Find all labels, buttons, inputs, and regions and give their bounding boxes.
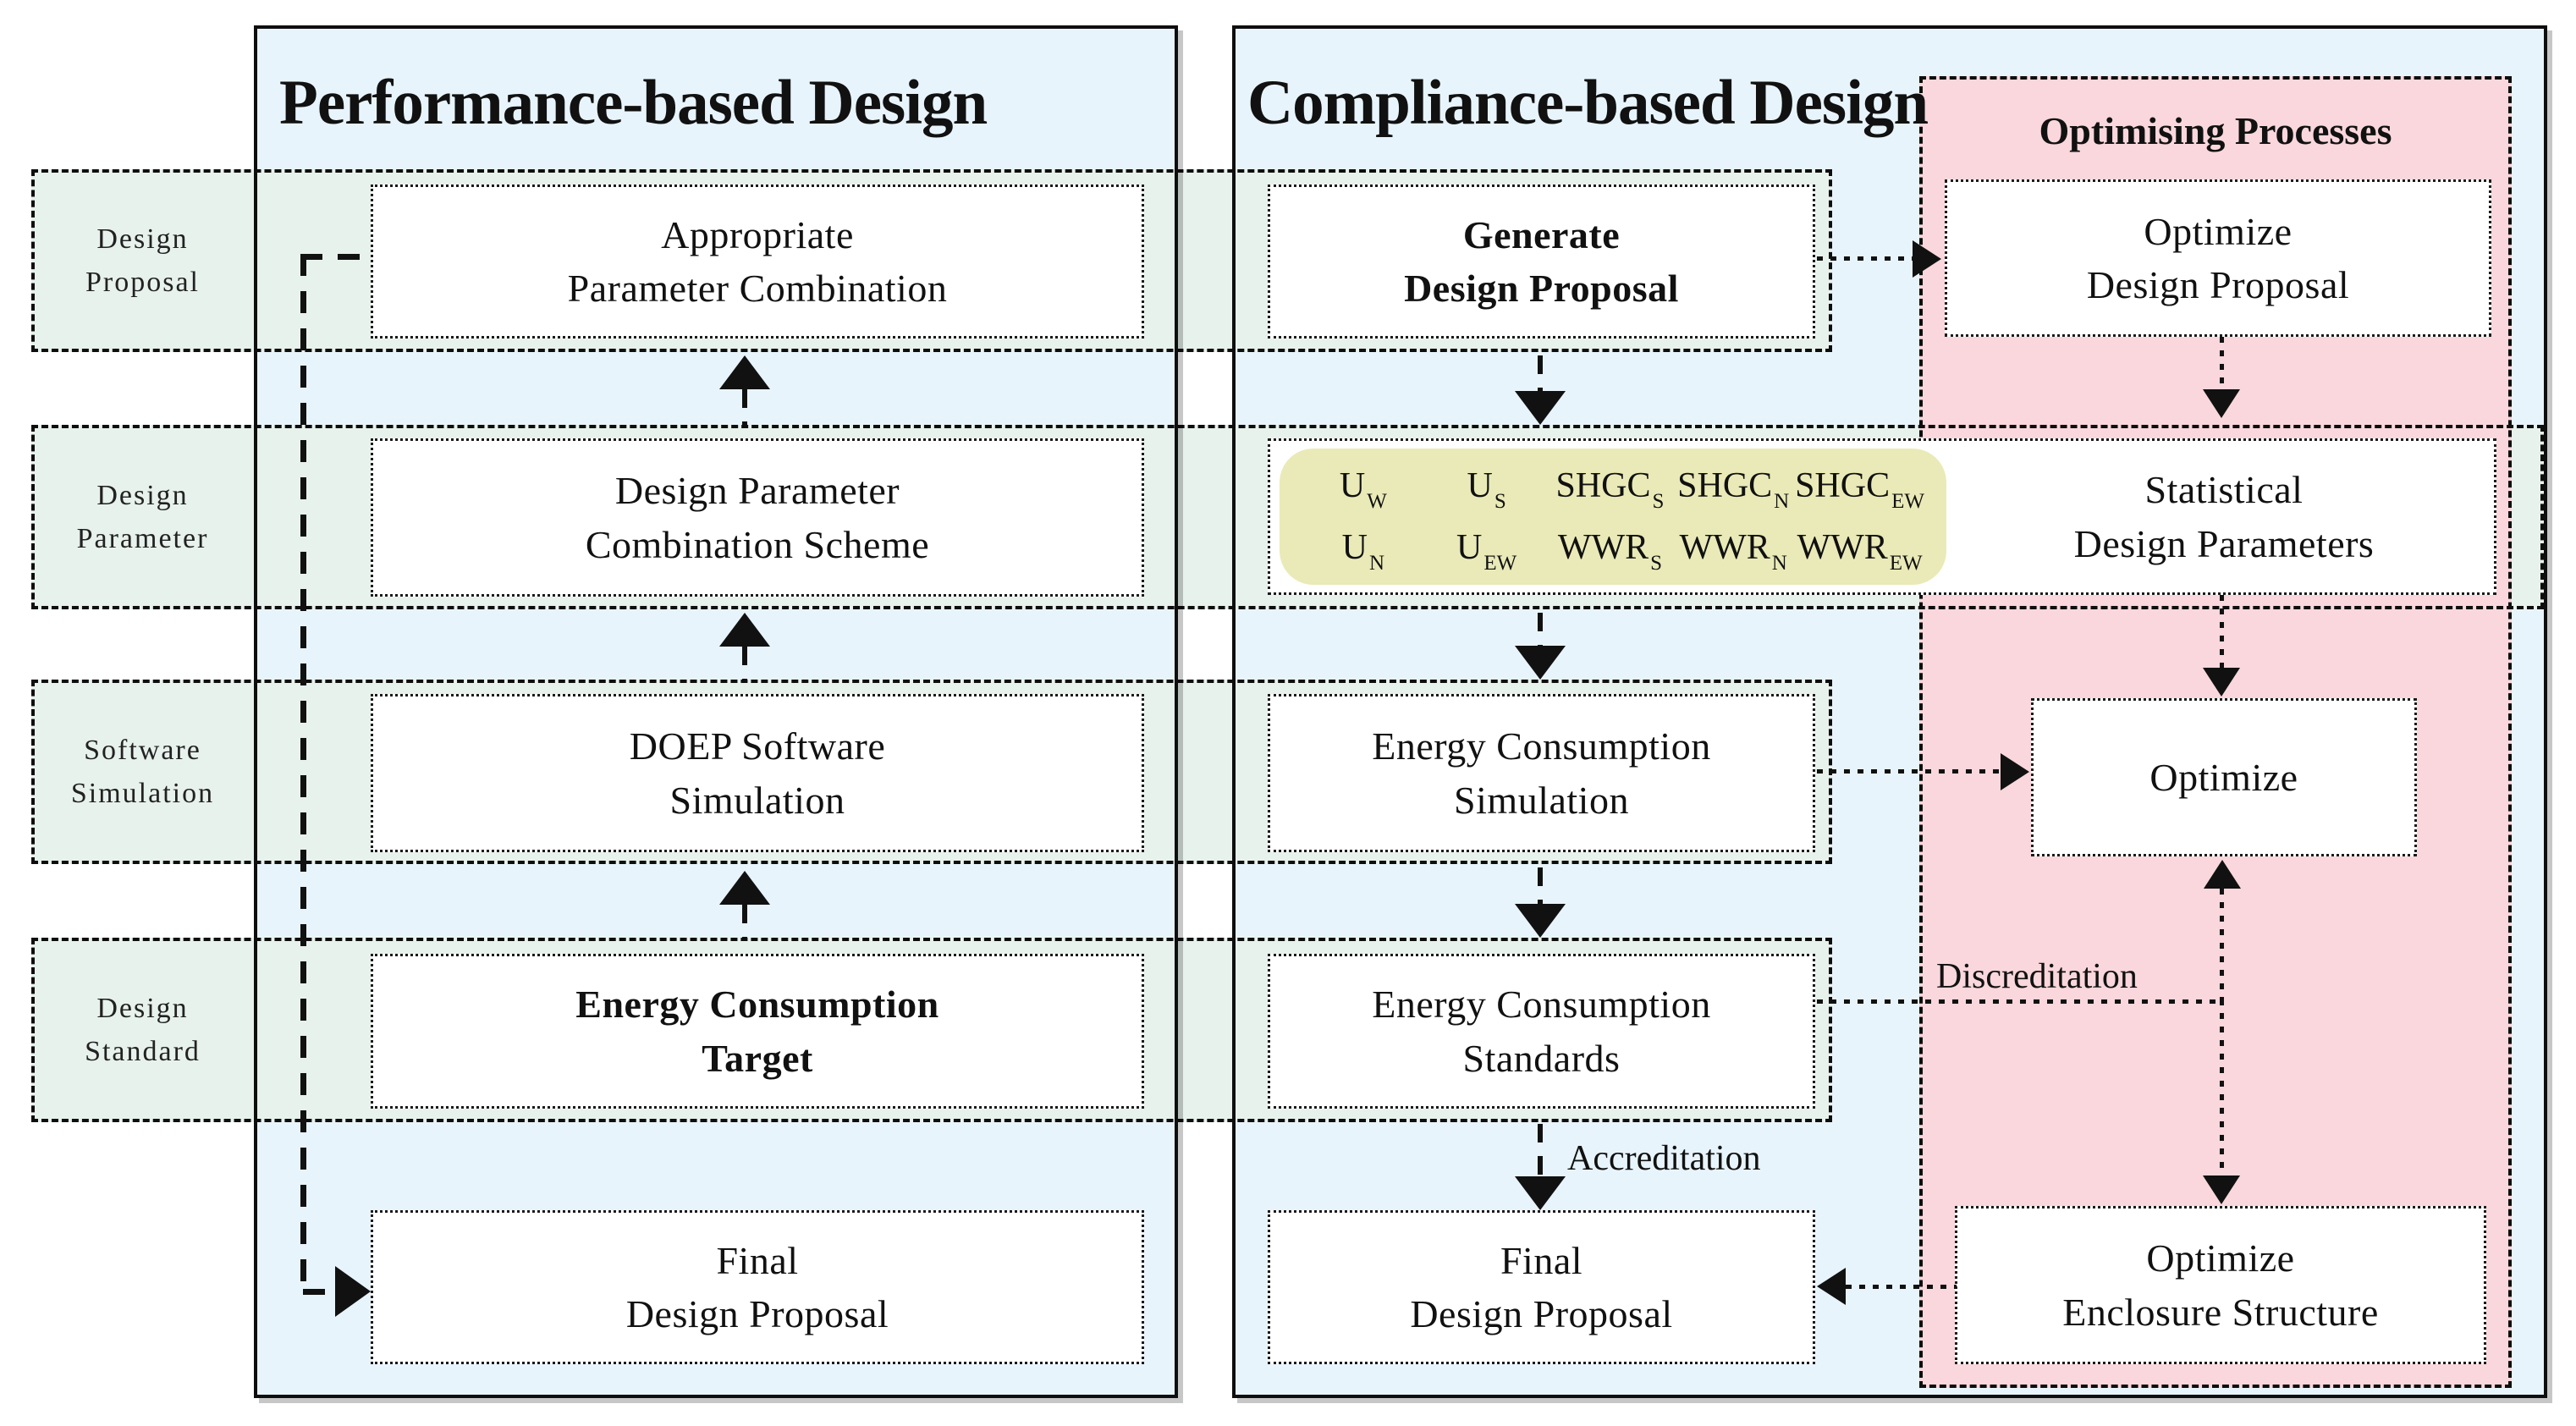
- arrow-statistical-to-optimize-line: [2220, 595, 2224, 668]
- arrow-standards-discreditation-line: [1817, 999, 2222, 1004]
- box-energy-consumption-standards: Energy Consumption Standards: [1268, 954, 1815, 1109]
- arrow-optimize-dp-to-statistical-line: [2220, 337, 2224, 389]
- feedback-stub-line: [300, 254, 371, 260]
- box-doep-software-simulation: DOEP Software Simulation: [371, 694, 1144, 852]
- arrow-simulation-to-optimize-line: [1817, 769, 2001, 774]
- band-design-proposal-border: [31, 169, 1832, 352]
- discreditation-label: Discreditation: [1936, 957, 2138, 996]
- box-optimize: Optimize: [2031, 698, 2417, 856]
- compliance-panel-border: [1232, 25, 2547, 1398]
- box-energy-consumption-simulation: Energy Consumption Simulation: [1268, 694, 1815, 852]
- arrow-doep-to-scheme-line: [742, 647, 747, 680]
- performance-panel-border: [254, 25, 1178, 1398]
- arrow-scheme-to-appropriate-head: [719, 355, 770, 389]
- band-design-standard-border: [31, 938, 1832, 1122]
- arrow-standards-to-final-line: [1538, 1124, 1543, 1176]
- arrow-simulation-to-standards-line: [1538, 867, 1543, 904]
- arrow-junction-to-optimize-line: [2220, 889, 2224, 1002]
- arrow-target-to-doep-line: [742, 905, 747, 938]
- box-optimize-enclosure-structure: Optimize Enclosure Structure: [1955, 1206, 2486, 1364]
- arrow-standards-to-final-head: [1515, 1176, 1566, 1210]
- row-label-design-parameter: Design Parameter: [76, 480, 209, 554]
- parameter-wwrn: WWRN: [1679, 527, 1787, 575]
- box-design-parameter-combination-scheme: Design Parameter Combination Scheme: [371, 438, 1144, 597]
- parameter-shgcn: SHGCN: [1677, 466, 1790, 514]
- parameter-un: UN: [1341, 527, 1385, 575]
- arrow-optimize-dp-to-statistical-head: [2203, 389, 2240, 418]
- parameter-wwrs: WWRS: [1557, 527, 1663, 575]
- box-final-design-proposal-left: Final Design Proposal: [371, 1210, 1144, 1364]
- box-final-design-proposal-right: Final Design Proposal: [1268, 1210, 1815, 1364]
- box-energy-consumption-target: Energy Consumption Target: [371, 954, 1144, 1109]
- optimising-processes-title: Optimising Processes: [2039, 108, 2392, 152]
- parameter-group: UW US SHGCS SHGCN SHGCEW UN UEW WWRS WWR…: [1280, 449, 1946, 585]
- band-design-parameter-border: [31, 425, 2544, 609]
- arrow-junction-to-optimize-head: [2204, 860, 2241, 889]
- arrow-enclosure-to-final-line: [1846, 1285, 1957, 1289]
- compliance-panel-title: Compliance-based Design: [1247, 68, 1929, 138]
- arrow-target-to-doep-head: [719, 871, 770, 905]
- accreditation-label: Accreditation: [1567, 1139, 1761, 1178]
- performance-panel-title: Performance-based Design: [279, 68, 988, 138]
- arrow-generate-to-optimize-dp-head: [1913, 240, 1941, 278]
- row-label-design-standard: Design Standard: [85, 993, 201, 1067]
- arrow-generate-to-optimize-dp-line: [1817, 256, 1913, 261]
- statistical-design-parameters-label: Statistical Design Parameters: [2073, 468, 2375, 565]
- parameter-uew: UEW: [1456, 527, 1517, 575]
- parameter-wwrew: WWREW: [1797, 527, 1923, 575]
- feedback-horizontal-line: [303, 1289, 337, 1295]
- arrow-doep-to-scheme-head: [719, 613, 770, 647]
- arrow-generate-to-parameters-head: [1515, 391, 1566, 425]
- arrow-scheme-to-appropriate-line: [742, 389, 747, 425]
- feedback-arrow-head: [335, 1266, 371, 1317]
- parameter-us: US: [1467, 466, 1506, 514]
- arrow-enclosure-to-final-head: [1817, 1268, 1846, 1305]
- row-label-design-proposal: Design Proposal: [85, 223, 200, 298]
- arrow-generate-to-parameters-line: [1538, 355, 1543, 391]
- parameter-shgcs: SHGCS: [1555, 466, 1665, 514]
- arrow-simulation-to-standards-head: [1515, 904, 1566, 938]
- parameter-uw: UW: [1339, 466, 1387, 514]
- feedback-vertical-line: [300, 254, 306, 1295]
- arrow-junction-to-enclosure-head: [2203, 1175, 2240, 1204]
- box-appropriate-parameter-combination: Appropriate Parameter Combination: [371, 184, 1144, 339]
- arrow-parameters-to-simulation-head: [1515, 646, 1566, 680]
- box-optimize-design-proposal: Optimize Design Proposal: [1945, 179, 2491, 337]
- arrow-simulation-to-optimize-head: [2001, 753, 2029, 790]
- arrow-junction-to-enclosure-line: [2220, 999, 2224, 1175]
- row-label-software-simulation: Software Simulation: [70, 735, 215, 809]
- arrow-statistical-to-optimize-head: [2203, 668, 2240, 696]
- box-generate-design-proposal: Generate Design Proposal: [1268, 184, 1815, 339]
- parameter-shgcew: SHGCEW: [1795, 466, 1924, 514]
- arrow-parameters-to-simulation-line: [1538, 613, 1543, 646]
